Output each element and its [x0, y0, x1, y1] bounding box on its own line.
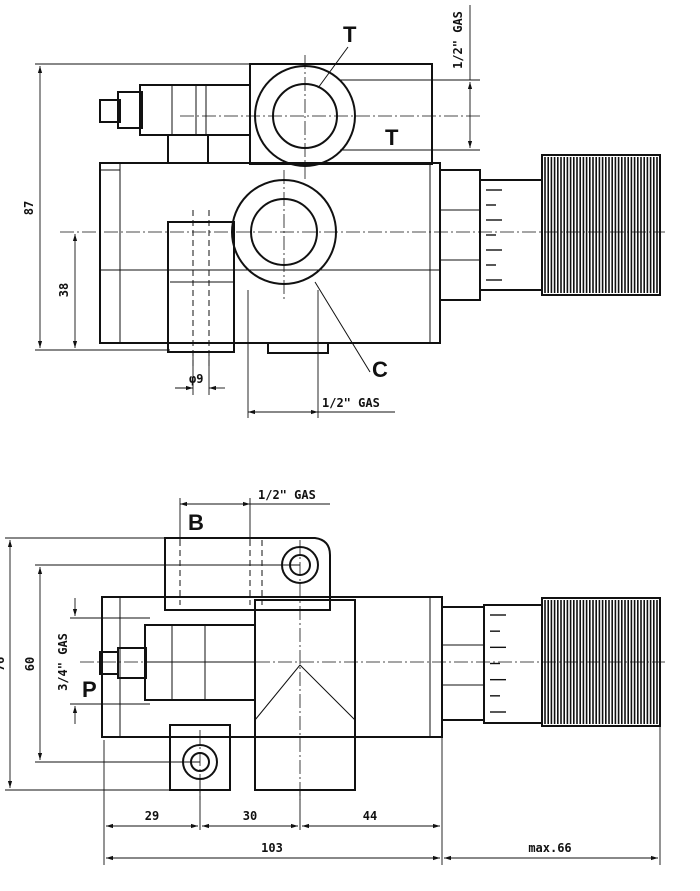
hex-nut: [439, 169, 481, 301]
relief-cartridge: [139, 84, 251, 136]
p-adjuster: [99, 651, 119, 675]
valve-body-side: [101, 596, 443, 738]
port-t-label: T: [343, 22, 357, 47]
valve-body: [99, 162, 441, 344]
dim-p-thread: 3/4" GAS: [56, 633, 70, 691]
dim-length-103: 103: [261, 841, 283, 855]
b-port-block: [164, 537, 331, 611]
hex-nut-side: [441, 606, 485, 721]
t-block: [249, 63, 433, 165]
bottom-view-annotations: B P 1/2" GAS 76 60 3/4" GAS 29 30: [0, 488, 661, 865]
dim-44: 44: [363, 809, 377, 823]
top-view: [60, 55, 665, 370]
dim-30: 30: [243, 809, 257, 823]
mount-boss: [167, 221, 235, 353]
central-section: [254, 599, 356, 791]
relief-adjuster: [99, 99, 121, 123]
dim-b-thread: 1/2" GAS: [258, 488, 316, 502]
dim-height-87: 87: [22, 201, 36, 215]
port-b-label: B: [188, 510, 204, 535]
dim-29: 29: [145, 809, 159, 823]
t-mark-label: T: [385, 125, 399, 150]
dim-height-60: 60: [23, 657, 37, 671]
top-view-annotations: T T C 87 38 φ9 1/2" GAS 1/2" GAS: [22, 5, 480, 418]
dim-knob-max: max.66: [528, 841, 571, 855]
dim-bore-phi9: φ9: [189, 372, 203, 386]
port-c-label: C: [372, 357, 388, 382]
port-p-label: P: [82, 677, 97, 702]
bottom-view: [80, 537, 665, 800]
adjust-knob: [541, 154, 661, 296]
dim-c-thread: 1/2" GAS: [322, 396, 380, 410]
dim-t-thread: 1/2" GAS: [451, 11, 465, 69]
dim-height-38: 38: [57, 283, 71, 297]
dim-height-76: 76: [0, 657, 7, 671]
